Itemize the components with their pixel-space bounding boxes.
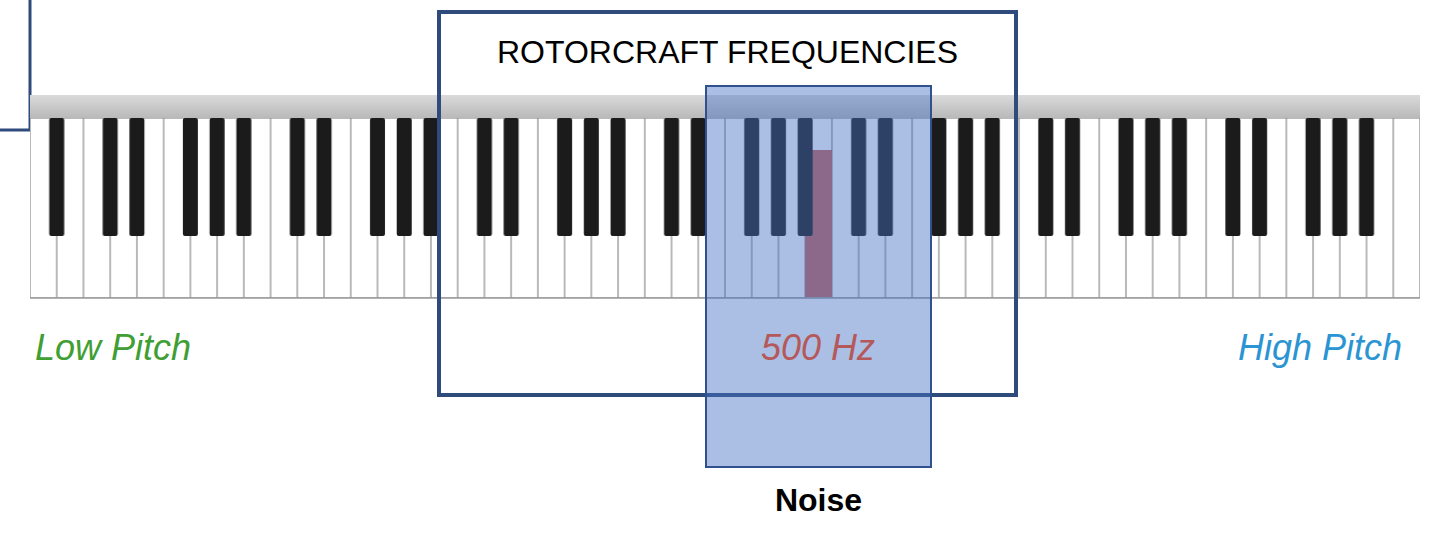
band-label: Noise <box>707 482 930 519</box>
label-holder: Low Pitch <box>35 327 191 369</box>
label-holder: High Pitch <box>1238 327 1402 369</box>
noise-band: Noise <box>705 85 932 468</box>
label-holder: 500 Hz <box>761 327 875 369</box>
partial-frame <box>0 0 30 130</box>
box-title: ROTORCRAFT FREQUENCIES <box>441 34 1014 71</box>
pitch-label: Low Pitch <box>35 327 191 368</box>
frequency-label: 500 Hz <box>761 327 875 368</box>
pitch-label: High Pitch <box>1238 327 1402 368</box>
